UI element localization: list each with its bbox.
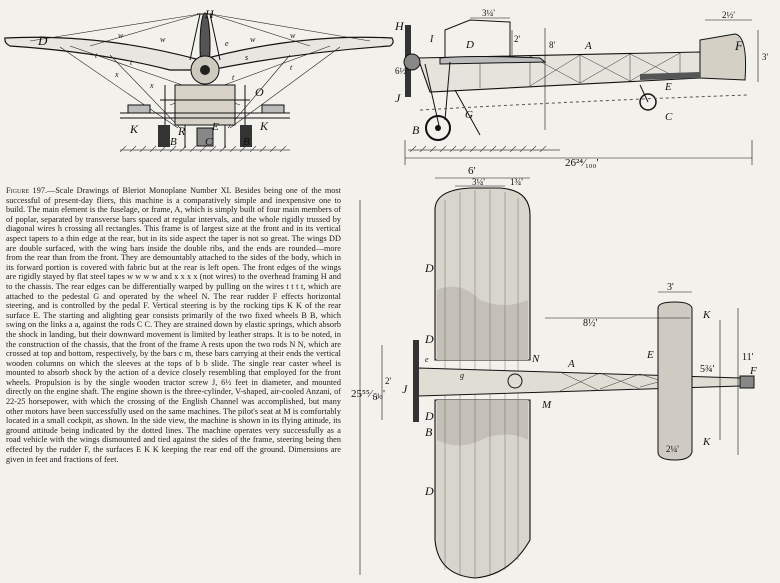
- side-label-G: G: [465, 109, 473, 121]
- side-label-B: B: [412, 123, 420, 137]
- front-label-B2: B: [243, 136, 250, 148]
- side-dim-prop: 6½': [395, 66, 408, 76]
- plan-label-D4: D: [424, 484, 434, 498]
- plan-dim-8h: 8½': [583, 318, 598, 329]
- caption-lead: Figure 197.: [6, 186, 48, 195]
- side-label-I: I: [429, 34, 434, 45]
- side-label-H: H: [394, 19, 405, 33]
- side-dim-3ft: 3': [762, 52, 769, 62]
- front-label-K2: K: [259, 119, 269, 133]
- plan-label-K2: K: [702, 436, 711, 448]
- plan-label-D1: D: [424, 261, 434, 275]
- side-label-F: F: [734, 38, 744, 53]
- front-label-s: s: [245, 53, 248, 62]
- side-dim-2ft: 2': [514, 34, 521, 44]
- side-label-J: J: [395, 91, 401, 105]
- side-label-E: E: [664, 81, 672, 93]
- plan-label-F: F: [749, 365, 757, 377]
- plan-label-J: J: [402, 382, 408, 396]
- plan-label-N: N: [531, 353, 540, 365]
- front-label-w3: w: [250, 35, 256, 44]
- plan-dim-span: 25⁵⁵⁄₁₀₀': [351, 388, 385, 400]
- figure-caption: Figure 197.—Scale Drawings of Bleriot Mo…: [6, 186, 341, 464]
- front-label-D: D: [37, 33, 48, 48]
- plan-dim-6ft: 6': [468, 165, 476, 177]
- plan-dim-2q: 2¼': [666, 444, 679, 454]
- plan-label-A: A: [567, 358, 575, 370]
- front-label-x1: x: [114, 70, 119, 79]
- plan-label-D3: D: [424, 409, 434, 423]
- front-label-e: e: [225, 39, 229, 48]
- plan-dim-1h: 1¾': [510, 177, 523, 187]
- side-label-C: C: [665, 111, 673, 123]
- side-label-D: D: [465, 39, 474, 51]
- front-label-K1: K: [129, 122, 139, 136]
- front-label-H: H: [204, 7, 215, 21]
- caption-text: —Scale Drawings of Bleriot Monoplane Num…: [6, 186, 341, 464]
- side-label-A: A: [584, 40, 592, 52]
- plan-dim-11ft: 11': [742, 352, 754, 363]
- front-label-t4: t: [290, 63, 293, 72]
- side-dim-tail: 2½': [722, 10, 735, 20]
- plan-dim-3q: 3¼': [472, 177, 485, 187]
- plan-label-g: g: [460, 371, 464, 380]
- plan-label-E: E: [646, 349, 654, 361]
- plan-dim-tail: 3': [667, 282, 674, 293]
- front-label-w1: w: [118, 31, 124, 40]
- plan-dim-5ft: 5¾': [700, 364, 715, 375]
- side-dim-pylon: 3¼': [482, 8, 495, 18]
- side-dim-length: 26²⁴⁄₁₀₀': [565, 157, 598, 169]
- front-label-x2: x: [149, 81, 154, 90]
- front-label-t1: t: [95, 51, 98, 60]
- plan-label-B: B: [425, 425, 433, 439]
- front-label-C: C: [205, 136, 213, 148]
- front-label-t3: t: [232, 73, 235, 82]
- front-label-w2: w: [160, 35, 166, 44]
- side-dim-8ft: 8': [549, 40, 556, 50]
- plan-label-K1: K: [702, 309, 711, 321]
- front-label-B1: B: [170, 136, 177, 148]
- front-label-E: E: [211, 121, 219, 133]
- plan-dim-5ftb: 5': [373, 392, 380, 402]
- plan-dim-2ft: 2': [385, 376, 392, 386]
- plan-label-M: M: [541, 399, 552, 411]
- front-label-O: O: [255, 85, 264, 99]
- front-label-t2: t: [130, 58, 133, 67]
- plan-label-e: e: [425, 355, 429, 364]
- plan-label-D2: D: [424, 332, 434, 346]
- front-label-w4: w: [290, 31, 296, 40]
- front-label-R: R: [177, 124, 186, 138]
